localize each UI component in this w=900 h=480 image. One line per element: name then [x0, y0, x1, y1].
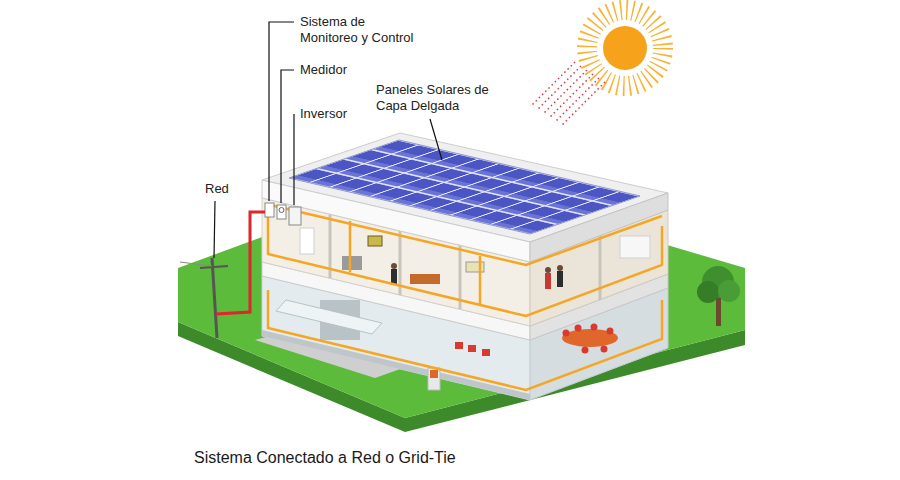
chair	[468, 345, 476, 352]
chair	[591, 324, 598, 331]
leader-line	[293, 114, 294, 205]
person-head	[545, 267, 551, 273]
devices	[265, 203, 301, 225]
meter	[277, 205, 286, 219]
person-head	[557, 265, 563, 271]
ray	[550, 74, 593, 117]
chair	[607, 328, 614, 335]
person-body	[545, 273, 551, 289]
pole	[212, 258, 217, 338]
leader-line	[281, 70, 294, 203]
ray	[544, 70, 587, 113]
part-label: Red	[205, 181, 229, 197]
cable	[180, 262, 212, 266]
leader-line	[214, 201, 215, 258]
tree-foliage	[718, 280, 740, 302]
sun	[587, 10, 663, 86]
crossarm	[200, 266, 228, 268]
printer	[342, 256, 362, 270]
shelf	[620, 236, 650, 258]
chair	[582, 347, 589, 354]
sign-post	[428, 368, 440, 390]
ray	[562, 82, 605, 125]
chair	[455, 342, 463, 349]
lower-floor-base	[262, 330, 530, 400]
irradiance-rays	[532, 62, 605, 125]
solar-panels	[289, 140, 640, 234]
person-head	[391, 263, 397, 269]
picture-frame	[466, 262, 484, 272]
part-label: Medidor	[300, 62, 347, 78]
person-body	[557, 271, 563, 287]
part-label: Inversor	[300, 106, 347, 122]
monitoring-unit	[265, 203, 274, 217]
wiring	[349, 221, 352, 272]
caption: Sistema Conectado a Red o Grid-Tie	[194, 448, 456, 468]
leader-line	[430, 119, 442, 160]
panel-frame	[289, 140, 640, 234]
tree	[697, 266, 740, 326]
grid-wire	[216, 212, 265, 314]
ray	[556, 78, 599, 121]
chair	[601, 346, 608, 353]
chair	[575, 325, 582, 332]
tree-foliage	[697, 281, 719, 303]
cabinet	[300, 228, 314, 254]
desk	[410, 274, 440, 284]
wiring	[479, 256, 482, 306]
picture-frame	[368, 236, 382, 246]
utility-pole	[180, 258, 228, 338]
chair	[563, 330, 570, 337]
part-label: Sistema de Monitoreo y Control	[300, 14, 418, 46]
sun-disc	[603, 26, 647, 70]
sign-logo	[430, 370, 438, 378]
entrance-sign	[428, 368, 440, 390]
part-label: Paneles Solares de Capa Delgada	[376, 82, 498, 114]
inverter	[289, 207, 301, 225]
ray	[532, 62, 575, 105]
partition	[599, 236, 602, 300]
glass-canopy	[276, 300, 382, 334]
sun-rays	[587, 10, 663, 86]
ray	[538, 66, 581, 109]
panel-cells	[289, 140, 640, 234]
chair	[482, 349, 490, 356]
meter-dial	[279, 208, 284, 213]
leader-lines	[214, 22, 442, 258]
